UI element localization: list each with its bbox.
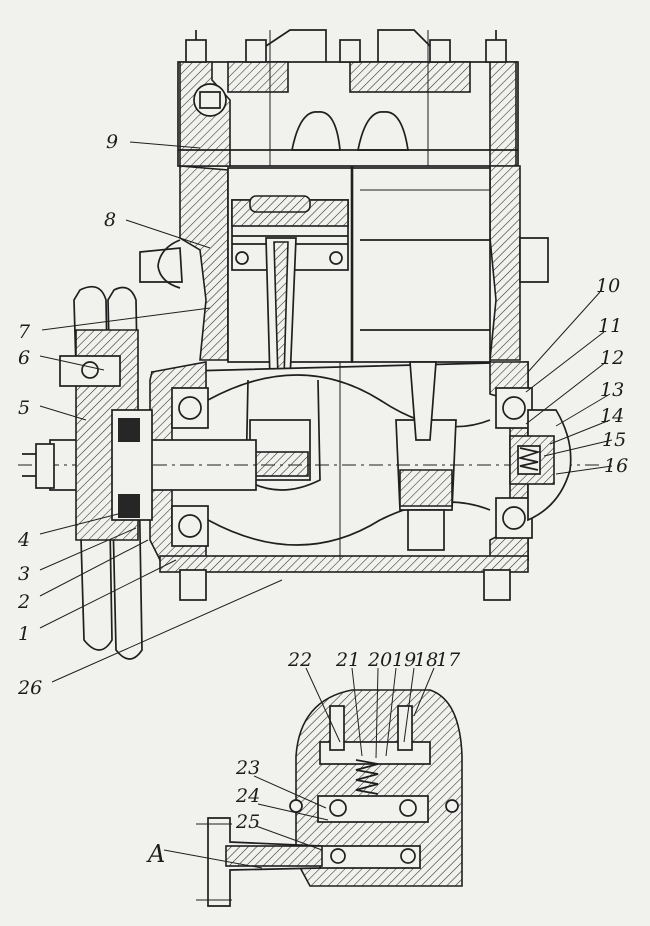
- cylinder-head: [177, 30, 519, 167]
- head-bolts: [185, 29, 507, 63]
- callout-labels: 9 8 7 6 5 4 3 2 1 26 10 11 12 13 14 15 1…: [17, 131, 628, 868]
- pulley: [59, 285, 153, 660]
- callout-12: 12: [600, 347, 624, 369]
- callout-5: 5: [18, 397, 30, 419]
- callout-1: 1: [18, 623, 30, 645]
- callout-18: 18: [414, 649, 438, 671]
- callout-19: 19: [392, 649, 416, 671]
- base-bolts: [179, 569, 511, 601]
- callout-25: 25: [235, 811, 260, 833]
- callout-3: 3: [18, 563, 30, 585]
- leader-lines: [39, 141, 613, 869]
- callout-22: 22: [287, 649, 312, 671]
- callout-15: 15: [602, 429, 626, 451]
- crankshaft: [249, 361, 457, 560]
- callout-23: 23: [235, 757, 260, 779]
- callout-4: 4: [17, 529, 30, 551]
- piston: [231, 195, 349, 271]
- callout-9: 9: [106, 131, 118, 153]
- callout-16: 16: [604, 455, 628, 477]
- callout-26: 26: [17, 677, 42, 699]
- callout-10: 10: [596, 275, 620, 297]
- callout-11: 11: [598, 315, 622, 337]
- callout-6: 6: [18, 347, 30, 369]
- main-bearings: [171, 387, 533, 547]
- callout-21: 21: [335, 649, 360, 671]
- callout-24: 24: [235, 785, 260, 807]
- callout-13: 13: [600, 379, 624, 401]
- callout-20: 20: [367, 649, 392, 671]
- unloader-valve: [509, 409, 572, 522]
- callout-14: 14: [600, 405, 624, 427]
- callout-2: 2: [17, 591, 30, 613]
- valve-assembly-detail: [196, 689, 463, 907]
- callout-7: 7: [18, 321, 31, 343]
- callout-A: A: [146, 840, 165, 868]
- callout-17: 17: [436, 649, 461, 671]
- callout-8: 8: [104, 209, 116, 231]
